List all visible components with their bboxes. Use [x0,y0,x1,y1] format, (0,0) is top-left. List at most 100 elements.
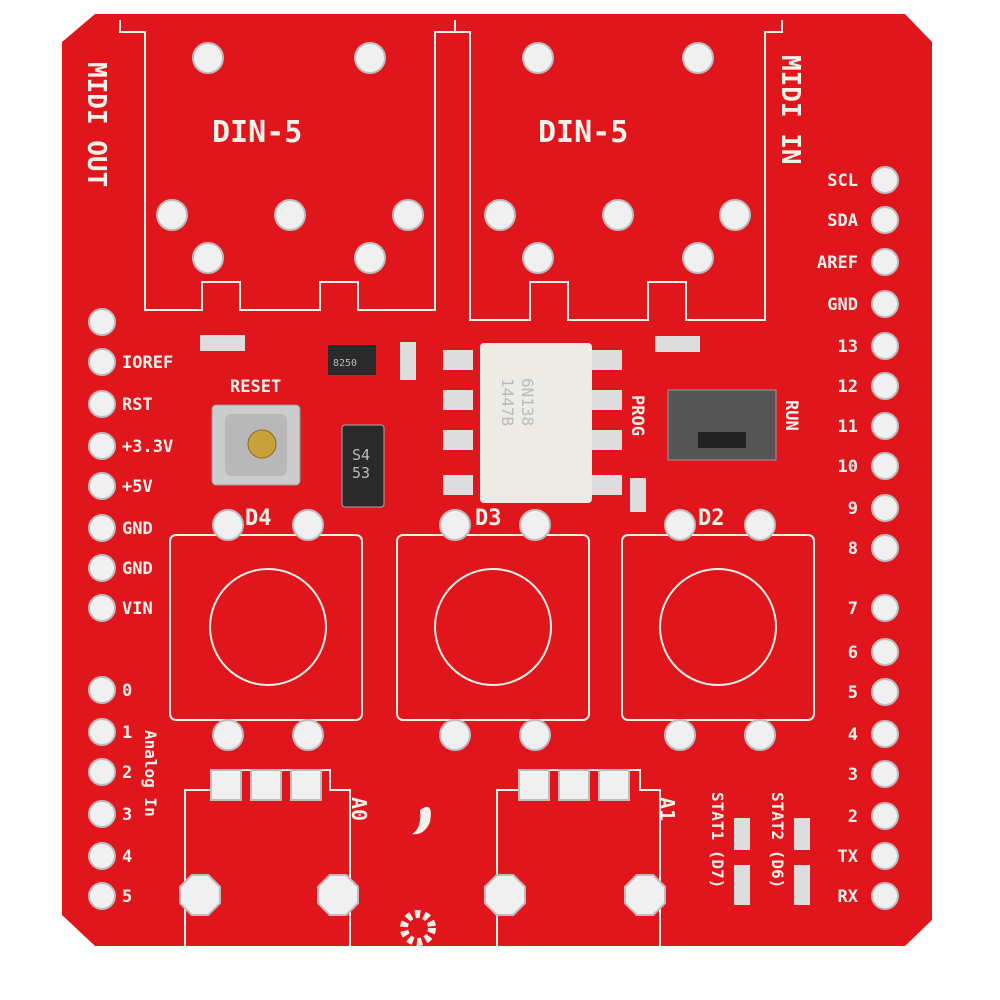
optocoupler-marking-2: 1447B [498,378,517,426]
pads [88,42,899,916]
din-pin-hole [392,199,424,231]
oshw-gear-logo [400,910,436,946]
header-pin [88,676,116,704]
header-pin [871,166,899,194]
button-d2-label: D2 [698,506,725,531]
din-pin-hole [522,42,554,74]
transistor [328,345,376,375]
button-pin-hole [212,509,244,541]
silkscreen-labels: MIDI OUT MIDI IN DIN-5 DIN-5 RESET PROG … [81,55,859,907]
header-pin [88,348,116,376]
analog-pin-label: 1 [122,723,132,743]
right-header-label: 6 [848,643,858,663]
left-header-label: GND [122,519,153,539]
button-d4-cap [209,568,327,686]
prog-run-switch[interactable] [667,389,777,461]
left-header-label: +5V [122,477,153,497]
header-pin [88,882,116,910]
pot-mount-hole [624,874,666,916]
switch-slider[interactable] [698,432,746,448]
header-pin [88,718,116,746]
header-pin [871,720,899,748]
button-pin-hole [744,719,776,751]
right-header-label: 8 [848,539,858,559]
right-header-label: 9 [848,499,858,519]
header-pin [88,554,116,582]
pot-pin-pad [290,769,322,801]
header-pin [871,534,899,562]
pot-pin-pad [210,769,242,801]
analog-pin-label: 4 [122,847,132,867]
button-d4-label: D4 [245,506,272,531]
header-pin [871,594,899,622]
left-header-label: +3.3V [122,437,173,457]
header-pin [88,594,116,622]
analog-pin-label: 0 [122,681,132,701]
diode-marking-1: S4 [352,446,370,464]
pot-pin-pad [558,769,590,801]
header-pin [871,678,899,706]
pot-mount-hole [317,874,359,916]
button-pin-hole [439,719,471,751]
din-pin-hole [354,242,386,274]
right-header-label: 5 [848,683,858,703]
right-header-label: 12 [838,377,858,397]
analog-pin-label: 2 [122,763,132,783]
din-pin-hole [602,199,634,231]
diode [341,424,385,508]
pot-a0-label: A0 [347,797,371,821]
button-pin-hole [664,719,696,751]
right-header-label: SDA [827,211,858,231]
header-pin [88,800,116,828]
header-pin [871,494,899,522]
right-header-label: AREF [817,253,858,273]
right-header-label: 4 [848,725,858,745]
button-pin-hole [439,509,471,541]
button-d2-cap [659,568,777,686]
pot-mount-hole [484,874,526,916]
header-pin [88,308,116,336]
din-right-label: DIN-5 [538,115,628,150]
header-pin [88,842,116,870]
din-pin-hole [522,242,554,274]
analog-in-label: Analog In [141,730,160,817]
header-pin [871,372,899,400]
optocoupler-marking-1: 6N138 [518,378,537,426]
analog-pin-label: 3 [122,805,132,825]
left-header-label: RST [122,395,153,415]
pot-pin-pad [598,769,630,801]
din-pin-hole [192,42,224,74]
header-pin [88,758,116,786]
button-pin-hole [519,509,551,541]
din-pin-hole [274,199,306,231]
header-pin [871,290,899,318]
header-pin [871,452,899,480]
button-pin-hole [292,719,324,751]
reset-button[interactable] [211,404,301,486]
din-left-label: DIN-5 [212,115,302,150]
reset-button-knob[interactable] [247,429,277,459]
transistor-marking: 8250 [333,358,357,369]
pot-mount-hole [179,874,221,916]
left-header-label: IOREF [122,353,173,373]
optocoupler-ic [443,343,622,503]
header-pin [88,472,116,500]
flame-logo [412,806,431,835]
analog-pin-label: 5 [122,887,132,907]
prog-label: PROG [627,395,647,436]
din-right-outline [454,20,783,321]
right-header-label: TX [838,847,859,867]
din-outlines [119,20,815,946]
right-header-label: SCL [827,171,858,191]
header-pin [88,514,116,542]
pot-a1-label: A1 [655,797,679,821]
right-header-label: 10 [838,457,858,477]
button-pin-hole [519,719,551,751]
midi-in-label: MIDI IN [775,55,805,165]
button-d2-outline [621,534,815,721]
button-pin-hole [292,509,324,541]
button-d3-outline [396,534,590,721]
header-pin [871,248,899,276]
header-pin [871,802,899,830]
